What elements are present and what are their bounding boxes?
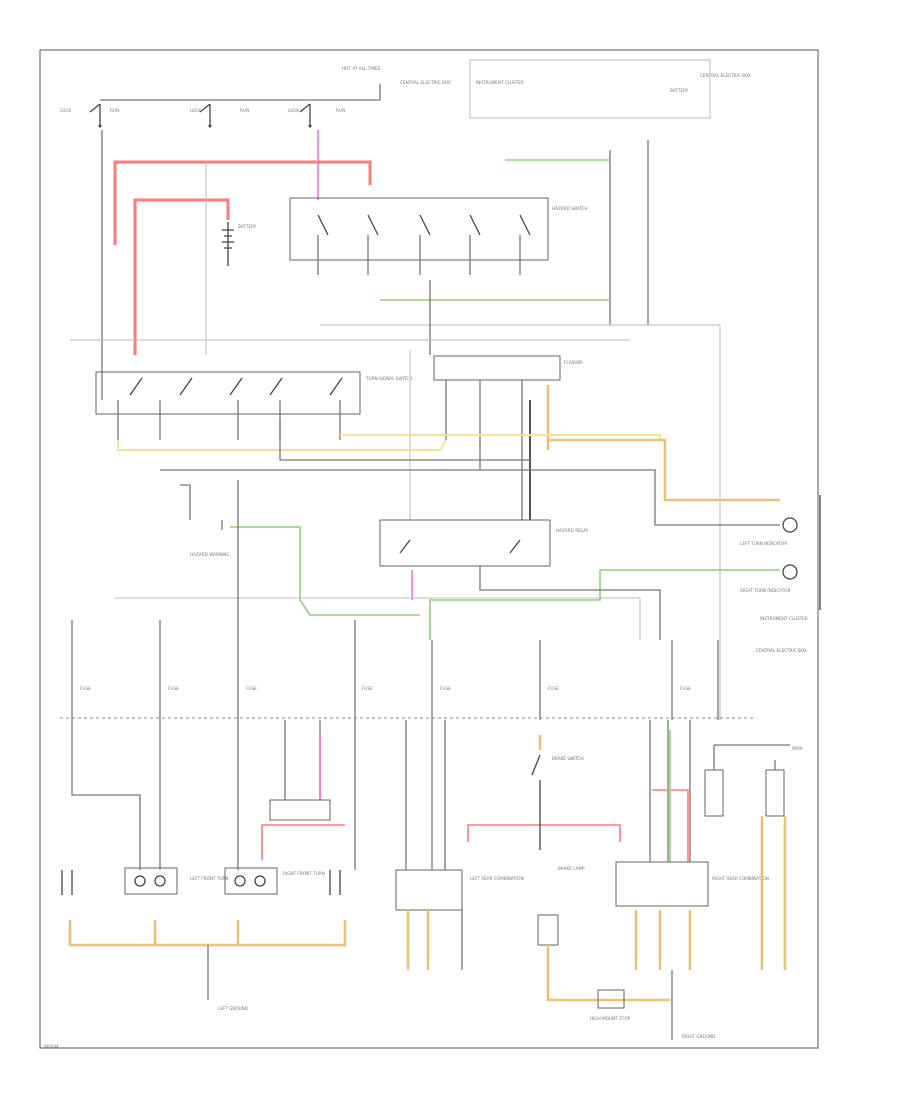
lamp-left-front: LEFT FRONT TURN bbox=[124, 867, 229, 895]
svg-text:LOCK: LOCK bbox=[60, 108, 71, 113]
label-right-rear-combination: RIGHT REAR COMBINATION bbox=[712, 876, 769, 881]
hazard-switch-contacts bbox=[317, 214, 531, 275]
turn-signal-switch-box bbox=[95, 371, 361, 415]
label-hazard-relay: HAZARD RELAY bbox=[556, 528, 589, 533]
wire-red-right bbox=[652, 789, 689, 862]
wire-dark-across-1 bbox=[279, 420, 530, 461]
wire-rear-ground-right bbox=[634, 910, 692, 970]
svg-text:PARK: PARK bbox=[792, 746, 803, 751]
header-labels: HOT AT ALL TIMES CENTRAL ELECTRIC BOX IN… bbox=[342, 66, 751, 93]
svg-text:FUSE: FUSE bbox=[440, 686, 451, 691]
lamp-right-front: RIGHT FRONT TURN bbox=[224, 867, 325, 895]
wire-hazard-unit bbox=[180, 484, 223, 530]
label-central-electric-box-mid: CENTRAL ELECTRIC BOX bbox=[756, 648, 807, 653]
svg-text:FUSE: FUSE bbox=[80, 686, 91, 691]
wire-rear-ground-left bbox=[406, 910, 430, 970]
turn-signal-contacts bbox=[117, 377, 343, 440]
ignition-switches: LOCK RUN LOCK RUN LOCK RUN bbox=[60, 103, 345, 128]
wire-red-rear bbox=[467, 824, 621, 842]
svg-text:FUSE: FUSE bbox=[168, 686, 179, 691]
hazard-switch-box bbox=[289, 197, 549, 261]
label-ground-right: RIGHT GROUND bbox=[682, 1034, 715, 1039]
wire-power-red-2 bbox=[133, 198, 230, 355]
svg-text:LOCK: LOCK bbox=[288, 108, 299, 113]
label-hazard-unit: HAZARD WARNING bbox=[190, 552, 230, 557]
wire-rear-right bbox=[649, 720, 691, 862]
svg-text:LOCK: LOCK bbox=[190, 108, 201, 113]
svg-text:RUN: RUN bbox=[336, 108, 345, 113]
wire-flasher bbox=[445, 380, 523, 520]
fuse-row: FUSE FUSE FUSE FUSE FUSE FUSE FUSE bbox=[71, 480, 719, 720]
page-code: W0044 bbox=[44, 1044, 59, 1049]
wire-rear-left bbox=[405, 720, 446, 870]
wire-green-indicator bbox=[429, 569, 780, 640]
wire-green-mid bbox=[230, 526, 420, 616]
battery-icon: BATTERY bbox=[222, 222, 257, 266]
label-instrument-cluster: INSTRUMENT CLUSTER bbox=[760, 616, 808, 621]
hazard-relay-contacts bbox=[399, 539, 521, 554]
wire-dark-across-2 bbox=[160, 469, 780, 526]
label-hazard-switch: HAZARD SWITCH bbox=[552, 206, 588, 211]
svg-text:FUSE: FUSE bbox=[362, 686, 373, 691]
svg-text:RUN: RUN bbox=[110, 108, 119, 113]
flasher-box bbox=[433, 355, 561, 381]
label-high-mount-stop: HIGH MOUNT STOP bbox=[590, 1016, 631, 1021]
left-rear-combination-box bbox=[395, 869, 463, 911]
label-hot-at-all-times: HOT AT ALL TIMES bbox=[342, 66, 381, 71]
top-right-box bbox=[469, 59, 711, 119]
brake-lamp-box bbox=[537, 914, 559, 946]
label-ground-left: LEFT GROUND bbox=[218, 1006, 248, 1011]
turn-relay-box bbox=[269, 799, 331, 821]
hazard-relay-box bbox=[379, 519, 551, 567]
svg-text:RUN: RUN bbox=[240, 108, 249, 113]
brake-switch bbox=[531, 754, 541, 850]
label-turn-signal-switch: TURN SIGNAL SWITCH bbox=[365, 376, 412, 381]
svg-text:FUSE: FUSE bbox=[548, 686, 559, 691]
wire-light-h3 bbox=[115, 597, 641, 640]
label-right-turn-indicator: RIGHT TURN INDICATOR bbox=[740, 588, 791, 593]
svg-text:LEFT FRONT TURN: LEFT FRONT TURN bbox=[190, 876, 229, 881]
label-battery-top: BATTERY bbox=[670, 88, 689, 93]
diagram-frame bbox=[39, 49, 819, 1049]
wire-lower-left bbox=[71, 720, 356, 870]
side-markers-left bbox=[61, 870, 341, 895]
label-flasher: FLASHER bbox=[564, 360, 583, 365]
label-left-rear-combination: LEFT REAR COMBINATION bbox=[470, 876, 524, 881]
wire-power-red-1 bbox=[113, 160, 372, 245]
wire-ground-yellow bbox=[68, 920, 347, 947]
svg-text:BATTERY: BATTERY bbox=[238, 224, 257, 229]
label-instrument-cluster-top: INSTRUMENT CLUSTER bbox=[476, 80, 524, 85]
wire-dark-relay bbox=[479, 566, 661, 640]
wire-yellow-1 bbox=[117, 439, 447, 451]
label-central-electric-box: CENTRAL ELECTRIC BOX bbox=[400, 80, 451, 85]
svg-text:RIGHT FRONT TURN: RIGHT FRONT TURN bbox=[283, 871, 325, 876]
right-rear-combination-box bbox=[615, 861, 709, 907]
turn-indicators: LEFT TURN INDICATOR RIGHT TURN INDICATOR… bbox=[740, 495, 821, 621]
wire-green-top bbox=[380, 159, 610, 301]
label-central-electric-box-right: CENTRAL ELECTRIC BOX bbox=[700, 73, 751, 78]
wire-light-h1 bbox=[320, 324, 721, 720]
wire-red-lower bbox=[261, 824, 345, 860]
side-lamps-right: PARK bbox=[704, 744, 803, 970]
wire-hot-bus bbox=[100, 84, 381, 101]
label-brake-lamp: BRAKE LAMP bbox=[558, 866, 585, 871]
wire-yellow-2 bbox=[340, 434, 661, 440]
wire-brake-ground bbox=[546, 945, 670, 1002]
wire-orange-indicator bbox=[548, 438, 780, 502]
svg-text:FUSE: FUSE bbox=[680, 686, 691, 691]
high-mount-stop-box bbox=[597, 989, 625, 1009]
label-left-turn-indicator: LEFT TURN INDICATOR bbox=[740, 541, 787, 546]
label-brake-switch: BRAKE SWITCH bbox=[552, 756, 584, 761]
svg-text:FUSE: FUSE bbox=[246, 686, 257, 691]
